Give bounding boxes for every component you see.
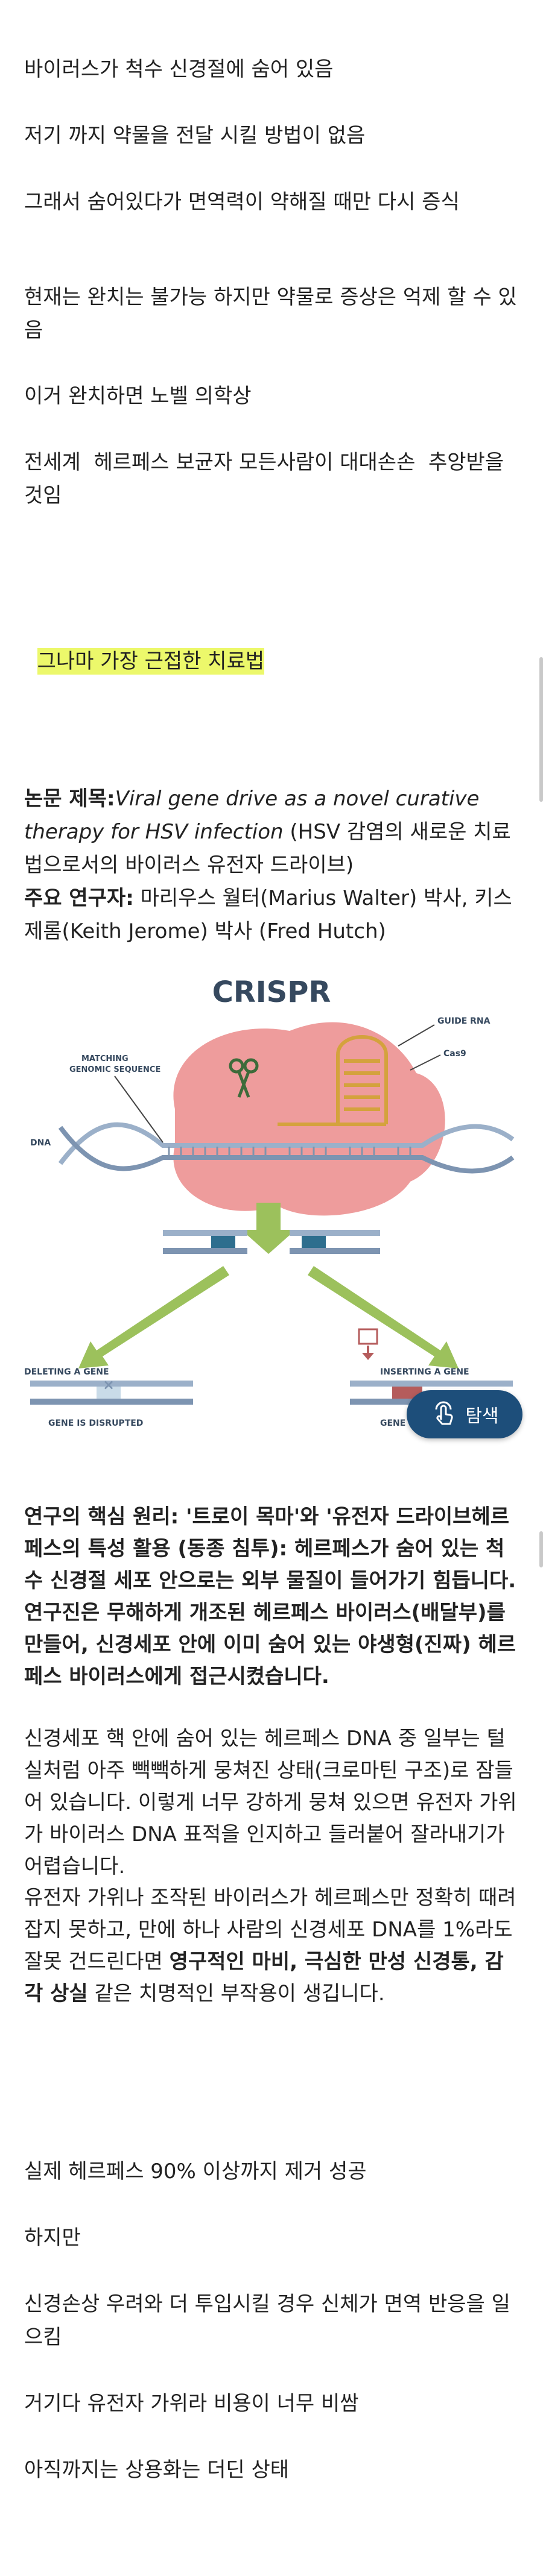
right-arrow-shape [308, 1266, 459, 1368]
researcher-label: 주요 연구자: [24, 886, 134, 910]
scrollbar-track[interactable] [539, 657, 543, 802]
matching-label-1: MATCHING [81, 1054, 129, 1063]
post-paragraph-11: 아직까지는 상용화는 더딘 상태 [24, 2458, 290, 2482]
principle-text-b: 야생형(진짜) 헤르페스 바이러스 [24, 1633, 516, 1689]
matching-label-2: GENOMIC SEQUENCE [69, 1065, 160, 1074]
paper-title-italic: Viral gene drive as a novel curative the… [24, 787, 486, 844]
crispr-diagram-svg: CRISPR GUIDE RNA Cas9 [24, 975, 515, 1428]
post-paragraph-7: 실제 헤르페스 90% 이상까지 제거 성공 [24, 2159, 367, 2184]
svg-text:×: × [103, 1376, 115, 1393]
search-button-label: 탐색 [465, 1406, 499, 1427]
crispr-diagram: CRISPR GUIDE RNA Cas9 [24, 965, 519, 1435]
cas9-pointer [410, 1054, 441, 1071]
guide-rna-pointer [398, 1024, 435, 1047]
post-paragraph-5: 이거 완치하면 노벨 의학상 [24, 384, 252, 408]
disrupted-label: GENE IS DISRUPTED [48, 1419, 143, 1428]
down-arrow-shape [241, 1203, 296, 1254]
scrollbar-track-lower[interactable] [539, 1531, 543, 1567]
risk-text-b: 영구적인 마비, 극심한 만성 신경통, 감각 상실 [24, 1950, 504, 2006]
highlight-text: 그나마 가장 근접한 치료법 [37, 648, 265, 675]
cas9-label: Cas9 [443, 1049, 466, 1059]
scissors-icon [229, 1058, 259, 1098]
post-paragraph-4: 현재는 완치는 불가능 하지만 약물로 증상은 억제 할 수 있음 [24, 285, 517, 342]
paper-title-rest: (HSV 감염의 새로운 치료법으로서의 바이러스 유전자 드라이브) [24, 820, 511, 877]
paper-researchers: 주요 연구자: 마리우스 월터(Marius Walter) 박사, 키스 제롬… [24, 882, 519, 948]
inserting-label: INSERTING A GENE [380, 1367, 469, 1377]
matching-pointer [114, 1075, 164, 1143]
principle-text-c: 에게 접근시켰습니다. [144, 1664, 329, 1689]
post-paragraph-2: 저기 까지 약물을 전달 시킬 방법이 없음 [24, 124, 366, 148]
paper-title-label: 논문 제목: [24, 787, 115, 811]
deleting-label: DELETING A GENE [24, 1367, 109, 1377]
principle-text-a: 연구의 핵심 원리: '트로이 목마'와 '유전자 드라이브헤르페스의 특성 활… [24, 1505, 524, 1657]
cas9-protein-shape [173, 1022, 445, 1216]
post-paragraph-8: 하지만 [24, 2226, 81, 2250]
principle-paragraph: 연구의 핵심 원리: '트로이 목마'와 '유전자 드라이브헤르페스의 특성 활… [24, 1501, 519, 1693]
search-button[interactable]: 탐색 [407, 1390, 522, 1438]
crispr-title: CRISPR [212, 975, 331, 1009]
paper-title: 논문 제목:Viral gene drive as a novel curati… [24, 783, 519, 882]
post-paragraph-6: 전세계 헤르페스 보균자 모든사람이 대대손손 추앙받을 것임 [24, 450, 510, 508]
guide-rna-hairpin [278, 1035, 388, 1126]
risk-text-a: 유전자 가위나 조작된 바이러스가 헤르페스만 정확히 때려잡지 못하고, 만에… [24, 1886, 519, 1974]
dna-double-helix [58, 1122, 515, 1174]
post-paragraph-3: 그래서 숨어있다가 면역력이 약해질 때만 다시 증식 [24, 190, 460, 214]
disrupted-dna-strand: × [30, 1376, 193, 1405]
inserted-gene-block [358, 1328, 378, 1360]
risk-paragraph: 유전자 가위나 조작된 바이러스가 헤르페스만 정확히 때려잡지 못하고, 만에… [24, 1882, 519, 2010]
highlight-heading: 그나마 가장 근접한 치료법 [24, 612, 519, 678]
touch-icon [430, 1401, 457, 1428]
left-arrow-shape [78, 1266, 229, 1368]
risk-text-c: 같은 치명적인 부작용이 생깁니다. [87, 1982, 385, 2006]
post-paragraph-9: 신경손상 우려와 더 투입시킬 경우 신체가 면역 반응을 일으킴 [24, 2292, 510, 2349]
researcher-names: 마리우스 월터(Marius Walter) 박사, 키스 제롬(Keith J… [24, 886, 519, 943]
cut-dna-fragments [163, 1230, 380, 1254]
chromatin-paragraph: 신경세포 핵 안에 숨어 있는 헤르페스 DNA 중 일부는 털실처럼 아주 빽… [24, 1727, 517, 1878]
guide-rna-label: GUIDE RNA [437, 1016, 491, 1026]
dna-label: DNA [30, 1138, 51, 1148]
post-paragraph-10: 거기다 유전자 가위라 비용이 너무 비쌈 [24, 2392, 359, 2416]
post-paragraph-1: 바이러스가 척수 신경절에 숨어 있음 [24, 57, 334, 81]
